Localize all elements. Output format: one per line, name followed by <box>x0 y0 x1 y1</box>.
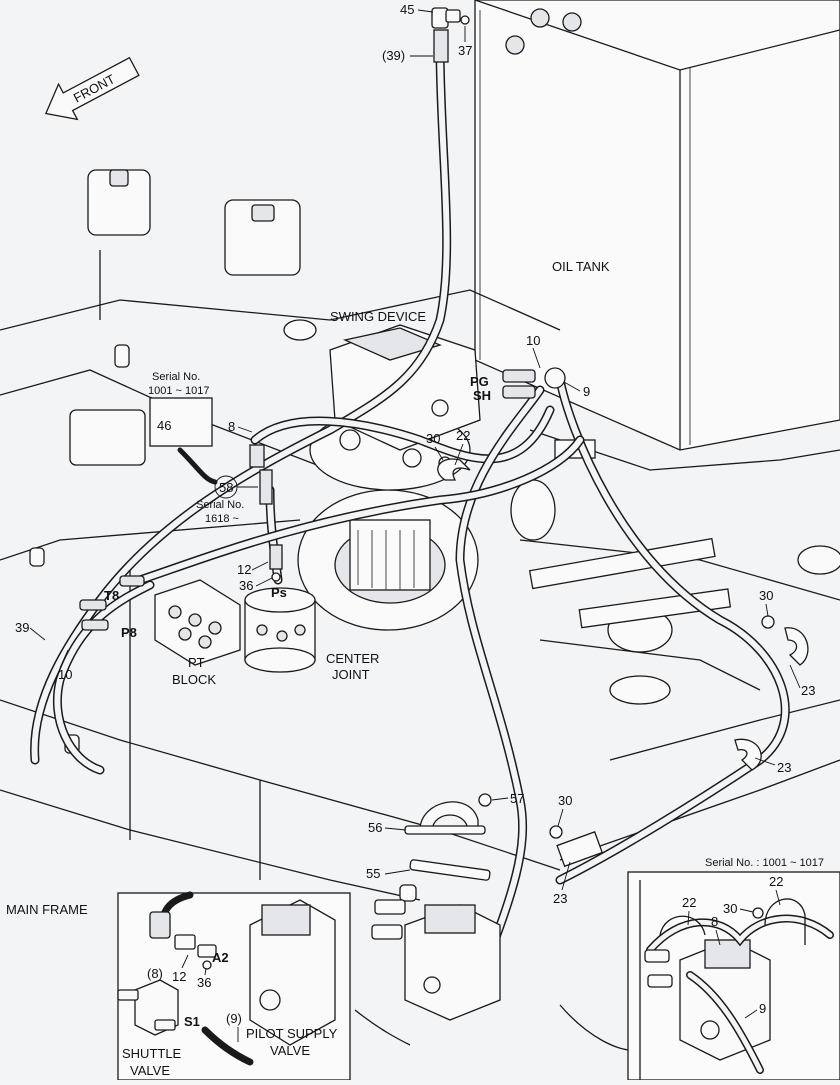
hoses <box>30 40 790 985</box>
oil-tank: OIL TANK <box>474 0 840 451</box>
shuttle-valve-label-2: VALVE <box>130 1063 170 1078</box>
port-p8: P8 <box>121 625 137 640</box>
callout-23-a: 23 <box>801 683 815 698</box>
serial-a-detail: Serial No. 1001 ~ 1017 <box>148 371 218 485</box>
oil-tank-label: OIL TANK <box>552 259 610 274</box>
inset-right-detail: Serial No. : 1001 ~ 1017 22 22 8 30 9 <box>627 857 840 1081</box>
callout-9-top: 9 <box>583 384 590 399</box>
pt-block: PT BLOCK <box>154 579 241 687</box>
callout-46: 46 <box>157 418 171 433</box>
callout-45: 45 <box>400 2 414 17</box>
swing-pinion-gear <box>357 530 415 590</box>
callout-57: 57 <box>510 791 524 806</box>
inset-callout-8: (8) <box>147 966 163 981</box>
inset-r-callout-9: 9 <box>759 1001 766 1016</box>
callout-12: 12 <box>237 562 251 577</box>
callout-36: 36 <box>239 578 253 593</box>
inset-r-callout-22b: 22 <box>769 874 783 889</box>
callout-56: 56 <box>368 820 382 835</box>
inset-r-callout-8: 8 <box>711 914 718 929</box>
swing-device: SWING DEVICE <box>297 309 481 631</box>
callout-39-left: 39 <box>15 620 29 635</box>
inset-callout-36: 36 <box>197 975 211 990</box>
callout-37: 37 <box>458 43 472 58</box>
callout-30-swing: 30 <box>426 431 440 446</box>
callout-10-top: 10 <box>526 333 540 348</box>
main-frame-label: MAIN FRAME <box>6 902 88 917</box>
callout-10-left: 10 <box>58 667 72 682</box>
inset-left-detail: (8) 12 36 A2 S1 (9) PILOT SUPPLY VALVE S… <box>117 891 351 1081</box>
shuttle-valve-label-1: SHUTTLE <box>122 1046 182 1061</box>
port-a2: A2 <box>212 950 229 965</box>
center-joint-label-2: JOINT <box>332 667 370 682</box>
inset-serial-label: Serial No. : 1001 ~ 1017 <box>705 857 824 869</box>
center-joint: CENTER JOINT <box>244 587 379 682</box>
callout-58: 58 <box>219 480 233 495</box>
serial-b-line1: Serial No. <box>196 499 244 511</box>
callout-23-b: 23 <box>777 760 791 775</box>
port-sh: SH <box>473 388 491 403</box>
pt-block-label-1: PT <box>188 655 205 670</box>
port-t8: T8 <box>104 588 119 603</box>
serial-a-line2: 1001 ~ 1017 <box>148 385 209 397</box>
clamps <box>404 458 809 881</box>
callout-23-c: 23 <box>553 891 567 906</box>
pt-block-label-2: BLOCK <box>172 672 216 687</box>
callout-30-mid: 30 <box>558 793 572 808</box>
callout-39-top: (39) <box>382 48 405 63</box>
inset-callout-9: (9) <box>226 1011 242 1026</box>
serial-b-detail: Serial No. 1618 ~ <box>196 499 244 525</box>
pilot-supply-valve-main <box>354 899 631 1051</box>
callouts: 45 37 (39) 10 9 46 8 58 30 22 12 36 39 1… <box>15 2 815 906</box>
callout-55: 55 <box>366 866 380 881</box>
pilot-supply-label-2: VALVE <box>270 1043 310 1058</box>
port-labels: PG SH Ps T8 P8 <box>104 374 491 640</box>
callout-8-left: 8 <box>228 419 235 434</box>
serial-b-line2: 1618 ~ <box>205 513 239 525</box>
inset-r-callout-22a: 22 <box>682 895 696 910</box>
swing-device-label: SWING DEVICE <box>330 309 426 324</box>
callout-22-swing: 22 <box>456 428 470 443</box>
center-joint-label-1: CENTER <box>326 651 379 666</box>
port-s1: S1 <box>184 1014 200 1029</box>
port-ps: Ps <box>271 585 287 600</box>
inset-callout-12: 12 <box>172 969 186 984</box>
pilot-supply-label-1: PILOT SUPPLY <box>246 1026 338 1041</box>
inset-r-callout-30: 30 <box>723 901 737 916</box>
port-pg: PG <box>470 374 489 389</box>
callout-30-right: 30 <box>759 588 773 603</box>
serial-a-line1: Serial No. <box>152 371 200 383</box>
front-arrow: FRONT <box>44 56 140 121</box>
